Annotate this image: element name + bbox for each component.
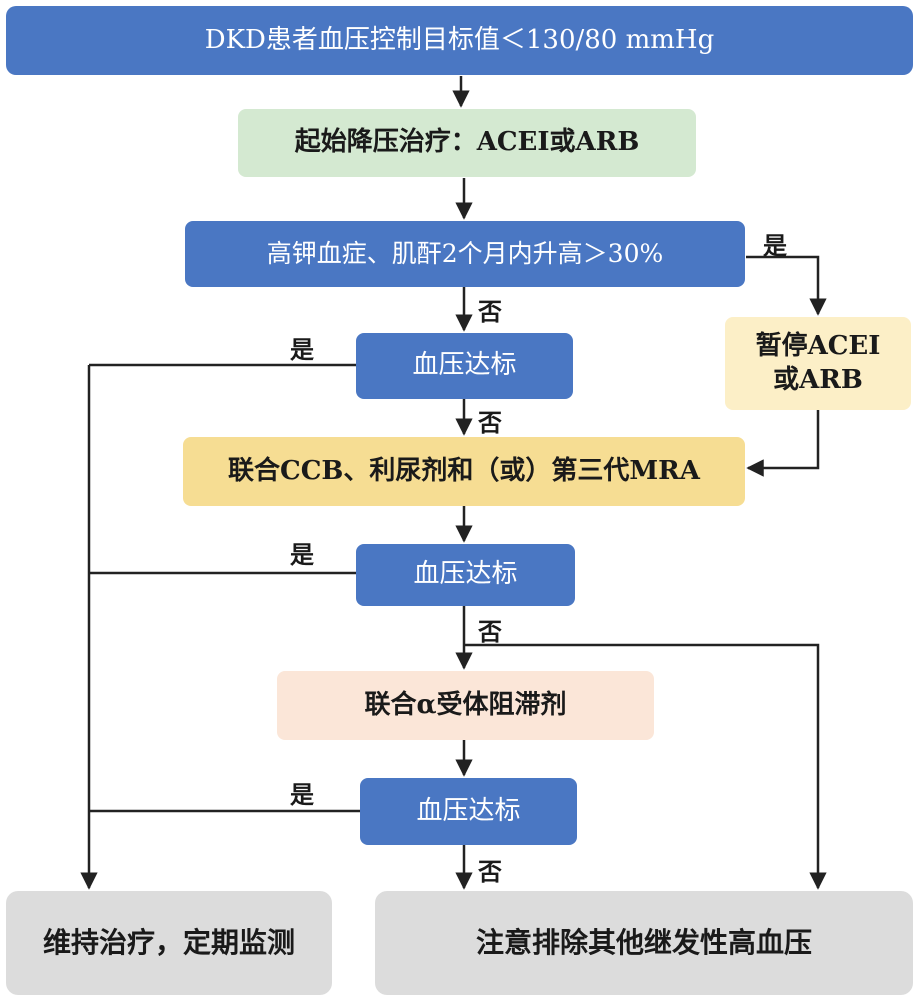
- pause-line-2: 或ARB: [773, 364, 863, 395]
- pause-line-1: 暂停ACEI: [755, 330, 881, 361]
- initial-therapy-box: 起始降压治疗：ACEI或ARB: [238, 109, 696, 177]
- label-yes-check1: 是: [763, 231, 787, 260]
- label-no-bp1: 否: [478, 408, 502, 437]
- label-yes-bp2: 是: [290, 540, 314, 569]
- bp-target-check-3: 血压达标: [360, 778, 577, 845]
- maintain-therapy-box: 维持治疗，定期监测: [6, 891, 332, 995]
- goal-title: DKD患者血压控制目标值＜130/80 mmHg: [6, 6, 913, 75]
- exclude-secondary-htn-box: 注意排除其他继发性高血压: [375, 891, 913, 995]
- bp-target-check-2: 血压达标: [356, 544, 575, 606]
- label-no-check1: 否: [478, 297, 502, 326]
- label-no-bp3: 否: [478, 857, 502, 886]
- bp-target-check-1: 血压达标: [356, 333, 573, 399]
- hyperkalemia-check-box: 高钾血症、肌酐2个月内升高＞30%: [185, 221, 745, 287]
- arrow-check1-yes: [746, 255, 827, 316]
- combine-alpha-blocker-box: 联合α受体阻滞剂: [277, 671, 654, 740]
- arrow-bp2-no-to-exclude: [464, 643, 827, 890]
- label-no-bp2: 否: [478, 617, 502, 646]
- combine-ccb-box: 联合CCB、利尿剂和（或）第三代MRA: [183, 437, 745, 506]
- pause-acei-arb-box: 暂停ACEI 或ARB: [725, 317, 911, 410]
- arrow-pause-to-step2: [746, 410, 820, 477]
- label-yes-bp1: 是: [290, 335, 314, 364]
- label-yes-bp3: 是: [290, 780, 314, 809]
